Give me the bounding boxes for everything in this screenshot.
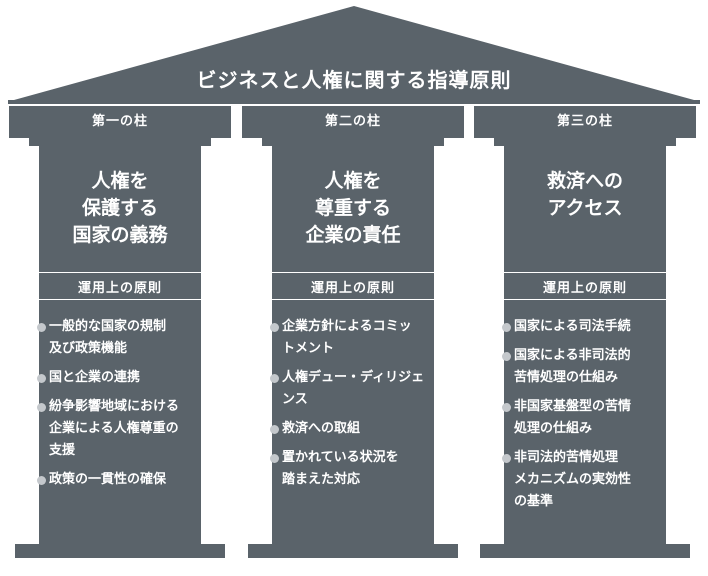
pillar-2: 第二の柱 人権を尊重する企業の責任 運用上の原則 企業方針によるコミットメント人… [242,106,464,558]
pillar-1-heading-line: 保護する [81,197,158,219]
pillar-2-items: 企業方針によるコミットメント人権デュー・ディリジェンス救済への取組置かれている状… [270,316,440,498]
pillar-2-heading: 人権を尊重する企業の責任 [242,168,464,249]
list-item: 人権デュー・ディリジェンス [270,367,440,411]
pillar-3-heading-line: アクセス [547,197,623,219]
pillar-3-heading-line: 救済への [546,170,623,192]
pillar-1-items: 一般的な国家の規制及び政策機能国と企業の連携紛争影響地域における企業による人権尊… [37,316,207,498]
list-item: 国と企業の連携 [37,367,207,389]
diagram-title: ビジネスと人権に関する指導原則 [196,68,512,92]
list-item: 国家による非司法的苦情処理の仕組み [502,345,672,389]
pillar-3-base [480,544,690,558]
pillar-2-heading-line: 尊重する [314,197,391,219]
list-item: 一般的な国家の規制及び政策機能 [37,316,207,360]
roof [8,6,700,104]
pillar-3-capital: 第三の柱 [474,106,696,138]
pillar-1-heading-line: 国家の義務 [72,224,168,246]
list-item: 国家による司法手続 [502,316,672,338]
pillar-1: 第一の柱 人権を保護する国家の義務 運用上の原則 一般的な国家の規制及び政策機能… [9,106,231,558]
pillar-1-heading-line: 人権を [91,170,149,192]
pillar-3-subheading: 運用上の原則 [542,281,627,296]
list-item: 非国家基盤型の苦情処理の仕組み [502,396,672,440]
pillar-3: 第三の柱 救済へのアクセス 運用上の原則 国家による司法手続国家による非司法的苦… [474,106,696,558]
list-item: 置かれている状況を踏まえた対応 [270,447,440,491]
pillar-2-subheading: 運用上の原則 [310,281,395,296]
pillar-1-shaft [39,146,201,544]
list-item: 企業方針によるコミットメント [270,316,440,360]
pillar-1-base [15,544,225,558]
pillar-3-heading: 救済へのアクセス [474,168,696,222]
pillar-1-heading: 人権を保護する国家の義務 [9,168,231,249]
pillar-3-shaft [504,146,666,544]
list-item: 救済への取組 [270,418,440,440]
pillar-2-shaft [272,146,434,544]
pillar-2-heading-line: 企業の責任 [305,224,401,246]
pillar-1-subheading: 運用上の原則 [77,281,162,296]
pillar-1-capital: 第一の柱 [9,106,231,138]
pillar-3-items: 国家による司法手続国家による非司法的苦情処理の仕組み非国家基盤型の苦情処理の仕組… [502,316,672,520]
list-item: 非司法的苦情処理メカニズムの実効性の基準 [502,447,672,513]
pillar-2-base [248,544,458,558]
list-item: 政策の一貫性の確保 [37,469,207,491]
list-item: 紛争影響地域における企業による人権尊重の支援 [37,396,207,462]
pillar-2-heading-line: 人権を [324,170,382,192]
pillar-2-capital: 第二の柱 [242,106,464,138]
